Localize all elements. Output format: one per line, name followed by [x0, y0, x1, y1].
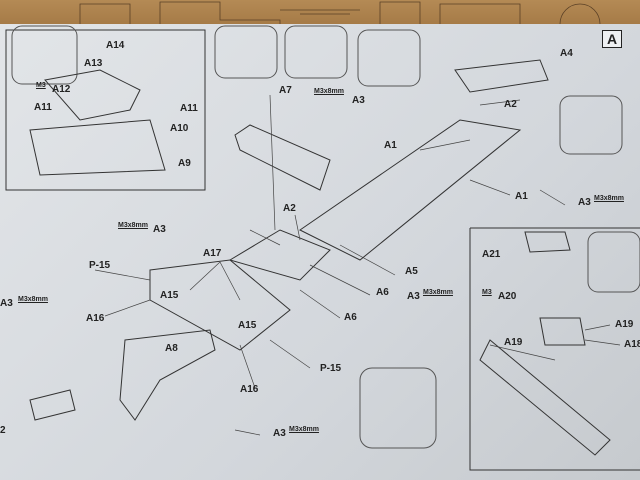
label-a15: A15	[160, 290, 179, 301]
label-a15: A15	[238, 320, 257, 331]
label-a5: A5	[405, 266, 418, 277]
label-part-2: 2	[0, 425, 6, 436]
label-a14: A14	[106, 40, 125, 51]
step-letter: A	[602, 30, 622, 48]
leader-lines	[94, 94, 621, 436]
label-a10: A10	[170, 123, 189, 134]
tool-illustration-panels	[11, 25, 640, 449]
label-spec: M3x8mm	[314, 88, 344, 95]
label-a17: A17	[203, 248, 222, 259]
label-a4: A4	[560, 48, 573, 59]
label-a8: A8	[165, 343, 178, 354]
label-a1: A1	[515, 191, 528, 202]
label-a11: A11	[34, 102, 52, 113]
label-spec: M3x8mm	[594, 195, 624, 202]
label-spec: M3x8mm	[289, 426, 319, 433]
label-a3: A3	[273, 428, 286, 439]
label-a12: A12	[52, 84, 71, 95]
label-a21: A21	[482, 249, 501, 260]
label-a3: A3	[578, 197, 591, 208]
label-a19: A19	[615, 319, 634, 330]
label-a3: A3	[352, 95, 365, 106]
label-a20: A20	[498, 291, 517, 302]
label-a18: A18	[624, 339, 640, 350]
label-spec: M3x8mm	[423, 289, 453, 296]
label-spec: M3x8mm	[18, 296, 48, 303]
label-a2: A2	[504, 99, 517, 110]
label-p15: P-15	[320, 363, 342, 374]
label-a11: A11	[180, 103, 198, 114]
label-a7: A7	[279, 85, 292, 96]
label-a1: A1	[384, 140, 397, 151]
subassembly-panel-a18-a21	[469, 227, 640, 471]
label-spec: M3x8mm	[118, 222, 148, 229]
label-a19: A19	[504, 337, 523, 348]
label-a2: A2	[283, 203, 296, 214]
label-a9: A9	[178, 158, 191, 169]
label-a3: A3	[0, 298, 13, 309]
label-p15: P-15	[89, 260, 111, 271]
label-a3: A3	[407, 291, 420, 302]
label-a6: A6	[376, 287, 389, 298]
label-a6: A6	[344, 312, 357, 323]
label-a16: A16	[86, 313, 105, 324]
label-a13: A13	[84, 58, 103, 69]
subassembly-panel-a9-a14	[5, 29, 206, 191]
wood-cut-lines	[79, 1, 601, 25]
frame-parts	[29, 59, 611, 456]
label-a3: A3	[153, 224, 166, 235]
label-a16: A16	[240, 384, 259, 395]
label-m3-spec: M3	[482, 289, 492, 296]
label-m3-spec: M3	[36, 82, 46, 89]
